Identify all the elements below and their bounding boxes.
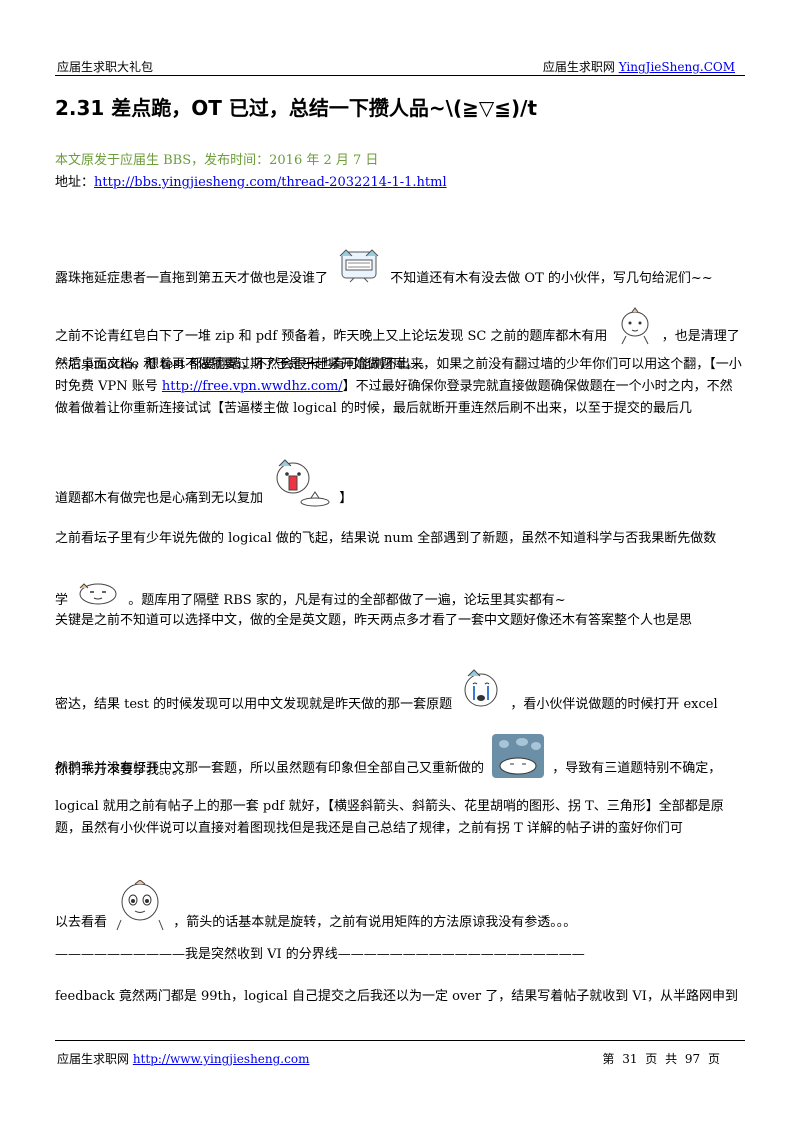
address-label: 地址： [55,175,95,190]
footer-rule [55,1040,745,1041]
address-link[interactable]: http://bbs.yingjiesheng.com/thread-20322… [94,175,447,190]
p5-text-d: 然鹅我并没有打开中文那一套题，所以虽然题有印象但全部自己又重新做的 [55,761,485,776]
p5-text-b: 密达，结果 test 的时候发现可以用中文发现就是昨天做的那一套原题 [55,697,453,712]
paragraph-5-cont3: 你们千万不要学我。。。。 [55,760,745,782]
header-right: 应届生求职网 YingJieSheng.COM [543,58,735,75]
paragraph-1: 露珠拖延症患者一直拖到第五天才做也是没谁了 不知道还有木有没去做 OT 的小伙伴… [55,248,745,296]
lying-emoticon-icon [76,578,120,618]
header-right-prefix: 应届生求职网 [542,60,619,74]
p5-text-c: ，看小伙伴说做题的时候打开 excel [510,697,718,712]
page-title: 2.31 差点跪，OT 已过，总结一下攒人品~\(≧▽≦)/t [55,96,538,120]
paragraph-7: feedback 竟然两门都是 99th，logical 自己提交之后我还以为一… [55,989,738,1004]
footer-left: 应届生求职网 http://www.yingjiesheng.com [57,1050,309,1067]
p5-text-e: ，导致有三道题特别不确定， [552,761,722,776]
p2-text-b: ，也是清理了一坨桌面文档，想着再不做就要过期了于是乎赶紧开始做题库。。。 [55,329,740,372]
thinking-emoticon-icon [115,879,165,940]
p1-text-b: 不知道还有木有没去做 OT 的小伙伴，写几句给泥们~~ [390,271,713,286]
section-divider: ——————————我是突然收到 VI 的分界线————————————————… [55,947,585,962]
paragraph-4: 之前看坛子里有少年说先做的 logical 做的飞起，结果说 num 全部遇到了… [55,528,745,550]
paragraph-3: 然后 practice 和 test 都要翻墙，不然会很卡也有可能刷不出来，如果… [55,354,745,420]
p3-text-d: 】 [339,491,353,506]
sweat-emoticon-icon [616,306,654,354]
p3-text-b: 】不过最好确保你登录完就直接做题确保做题在一个小时之内，不然做着做着让你重新连接… [55,379,733,416]
p6-text-b: 以去看看 [55,915,108,930]
paragraph-2: 之前不论青红皂白下了一堆 zip 和 pdf 预备着，昨天晚上又上论坛发现 SC… [55,306,745,376]
address-line: 地址：http://bbs.yingjiesheng.com/thread-20… [55,171,447,190]
paragraph-5: 关键是之前不知道可以选择中文，做的全是英文题，昨天两点多才看了一套中文题好像还木… [55,610,745,632]
origin-line: 本文原发于应届生 BBS，发布时间：2016 年 2 月 7 日 [55,153,379,168]
header-rule [55,75,745,76]
p1-text-a: 露珠拖延症患者一直拖到第五天才做也是没谁了 [55,271,329,286]
computer-emoticon-icon [336,248,382,296]
crying-emoticon-icon [271,458,331,516]
paragraph-6: logical 就用之前有帖子上的那一套 pdf 就好，【横竖斜箭头、斜箭头、花… [55,796,745,840]
p4-text-b: 学 [55,593,69,608]
p2-text-a: 之前不论青红皂白下了一堆 zip 和 pdf 预备着，昨天晚上又上论坛发现 SC… [55,329,608,344]
paragraph-3-cont: 道题都木有做完也是心痛到无以复加 】 [55,458,745,516]
header-left: 应届生求职大礼包 [57,60,154,74]
p6-text-c: ，箭头的话基本就是旋转，之前有说用矩阵的方法原谅我没有参透。。。 [173,915,577,930]
header-site-link[interactable]: YingJieSheng.COM [618,60,735,74]
p4-text-a: 之前看坛子里有少年说先做的 logical 做的飞起，结果说 num 全部遇到了… [55,531,717,546]
p5-text-f: 你们千万不要学我。。。。 [55,763,192,778]
paragraph-5-cont: 密达，结果 test 的时候发现可以用中文发现就是昨天做的那一套原题 ，看小伙伴… [55,668,745,722]
p3-text-c: 道题都木有做完也是心痛到无以复加 [55,491,264,506]
page-number: 第 31 页 共 97 页 [602,1052,720,1066]
footer-left-prefix: 应届生求职网 [57,1052,133,1066]
paragraph-4-cont: 学 。题库用了隔壁 RBS 家的，凡是有过的全部都做了一遍，论坛里其实都有~ [55,578,745,618]
vpn-link[interactable]: http://free.vpn.wwdhz.com/ [161,379,343,394]
tears-emoticon-icon [460,668,502,722]
paragraph-5-cont2: 然鹅我并没有打开中文那一套题，所以虽然题有印象但全部自己又重新做的 ，导致有三道… [55,734,745,786]
p3-text-a: 然后 practice 和 test 都要翻墙，不然会很卡也有可能刷不出来，如果… [55,357,742,394]
p6-text-a: logical 就用之前有帖子上的那一套 pdf 就好，【横竖斜箭头、斜箭头、花… [55,799,724,836]
footer-site-link[interactable]: http://www.yingjiesheng.com [132,1052,310,1066]
p5-text-a: 关键是之前不知道可以选择中文，做的全是英文题，昨天两点多才看了一套中文题好像还木… [55,613,693,628]
p4-text-c: 。题库用了隔壁 RBS 家的，凡是有过的全部都做了一遍，论坛里其实都有~ [128,593,566,608]
paragraph-6-cont: 以去看看 ，箭头的话基本就是旋转，之前有说用矩阵的方法原谅我没有参透。。。 [55,879,745,940]
gloomy-emoticon-icon [492,734,545,786]
